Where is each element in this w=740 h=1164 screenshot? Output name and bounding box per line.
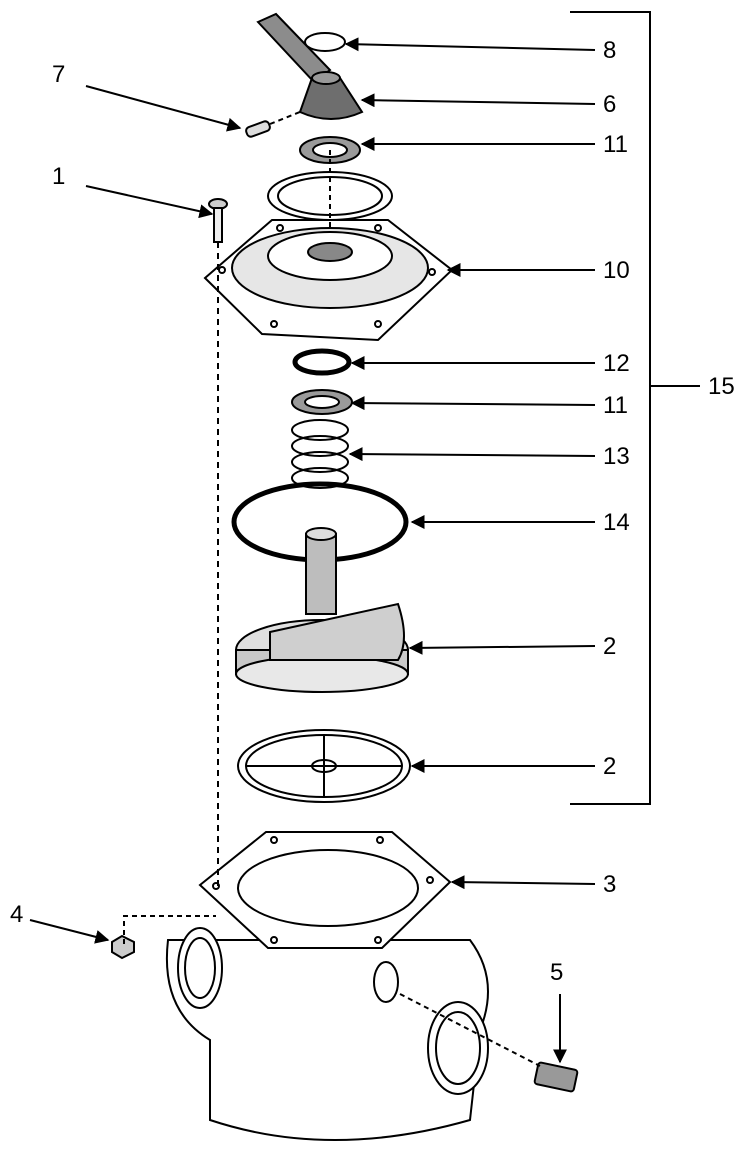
part-spring bbox=[291, 419, 349, 489]
callout-11-lower: 11 bbox=[603, 392, 628, 419]
callout-3: 3 bbox=[603, 871, 616, 898]
part-washer-lower bbox=[291, 389, 353, 415]
callout-4: 4 bbox=[10, 901, 23, 928]
callout-2-gasket: 2 bbox=[603, 753, 616, 780]
part-rotor bbox=[235, 527, 409, 693]
part-valve-body bbox=[165, 831, 489, 1141]
assembly-bracket bbox=[570, 11, 700, 805]
callout-15: 15 bbox=[708, 373, 735, 400]
part-spider-gasket bbox=[237, 729, 411, 803]
callout-2-rotor: 2 bbox=[603, 633, 616, 660]
callout-7: 7 bbox=[52, 61, 65, 88]
part-pin bbox=[245, 111, 301, 138]
callout-6: 6 bbox=[603, 91, 616, 118]
callout-5: 5 bbox=[550, 959, 563, 986]
part-nut bbox=[111, 915, 216, 960]
part-o-ring-small bbox=[292, 348, 352, 376]
callout-1: 1 bbox=[52, 163, 65, 190]
part-cover bbox=[203, 150, 454, 342]
callout-11-top: 11 bbox=[603, 131, 628, 158]
callout-8: 8 bbox=[603, 37, 616, 64]
leader-lines bbox=[29, 37, 596, 1064]
part-plug bbox=[399, 993, 579, 1093]
callout-13: 13 bbox=[603, 443, 630, 470]
callout-labels: 8 7 6 11 1 10 12 15 11 13 14 2 2 3 4 5 bbox=[10, 37, 735, 986]
part-knob bbox=[298, 71, 364, 120]
callout-14: 14 bbox=[603, 509, 630, 536]
callout-12: 12 bbox=[603, 350, 630, 377]
callout-10: 10 bbox=[603, 257, 630, 284]
part-screw bbox=[208, 198, 228, 243]
